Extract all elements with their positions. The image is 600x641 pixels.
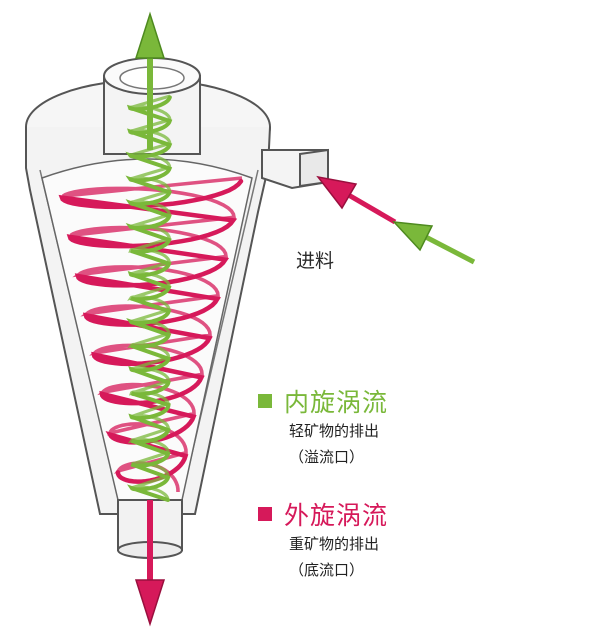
legend-inner-swatch	[258, 394, 272, 408]
overflow-arrow	[134, 11, 166, 150]
legend-outer-line2: （底流口）	[289, 561, 365, 579]
underflow-arrow	[134, 500, 166, 627]
legend-inner-line2: （溢流口）	[289, 448, 365, 466]
feed-arrow-green	[392, 221, 476, 265]
feed-arrow-red	[316, 175, 397, 225]
legend-inner-line1: 轻矿物的排出	[289, 422, 380, 440]
legend-inner-title: 内旋涡流	[284, 388, 389, 417]
legend-outer-swatch	[258, 507, 272, 521]
legend-outer-title: 外旋涡流	[284, 501, 389, 530]
legend-outer-vortex: 外旋涡流 重矿物的排出 （底流口）	[258, 497, 458, 583]
inner-vortex-helix	[125, 94, 173, 502]
legend-outer-line1: 重矿物的排出	[289, 535, 380, 553]
inner-helix-front	[125, 95, 173, 502]
legend-inner-vortex: 内旋涡流 轻矿物的排出 （溢流口）	[258, 384, 458, 470]
feed-label: 进料	[296, 250, 335, 272]
